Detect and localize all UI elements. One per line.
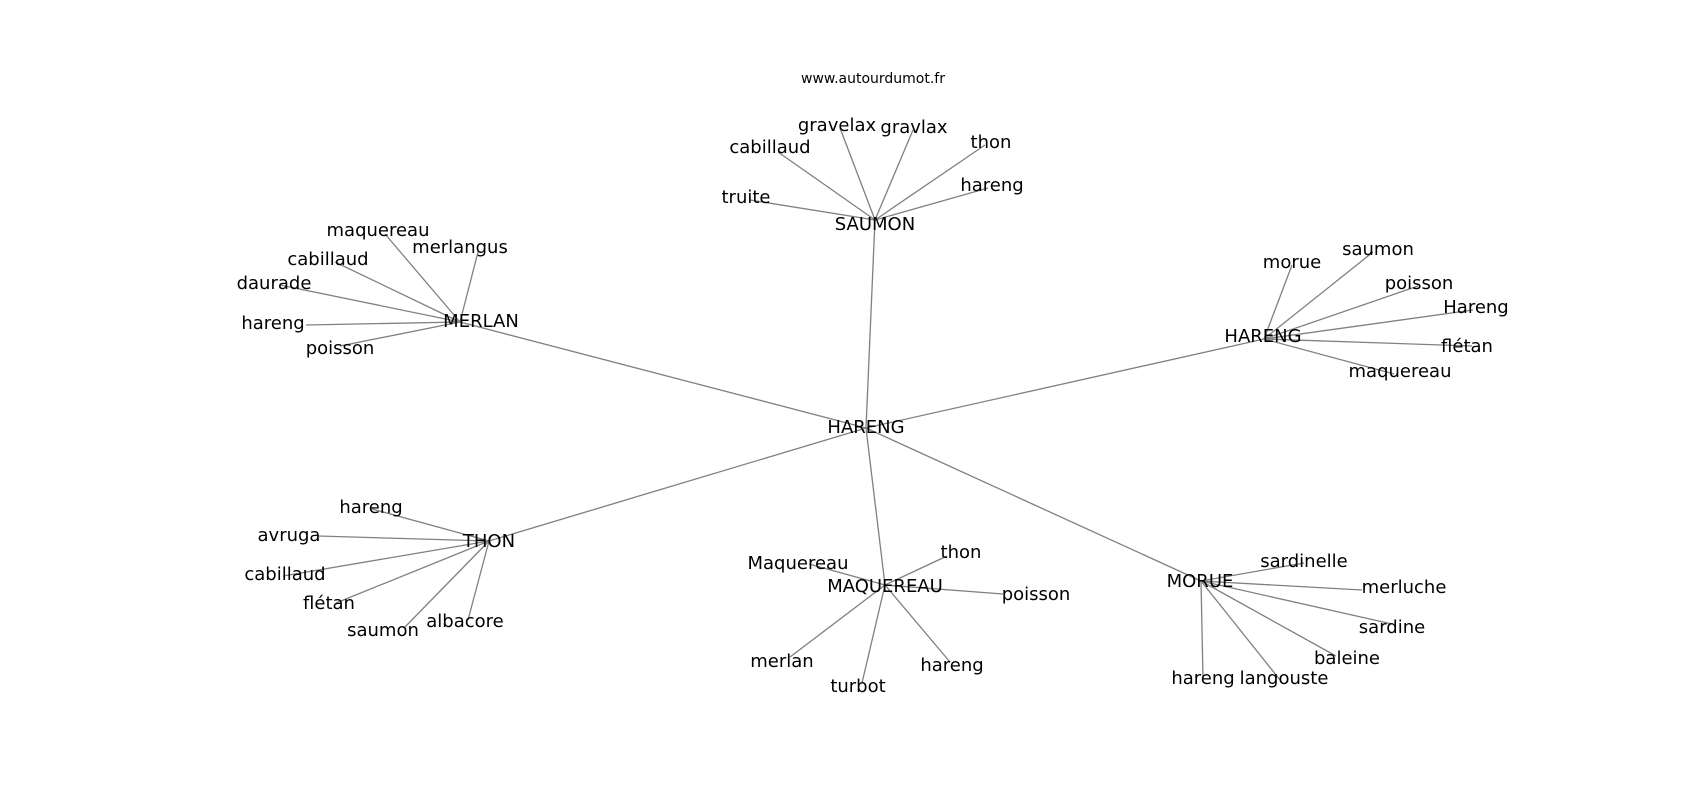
leaf-node-3-4[interactable]: saumon [347, 620, 419, 641]
leaf-node-5-1[interactable]: merluche [1362, 577, 1447, 598]
center-node[interactable]: HARENG [827, 417, 904, 438]
edge-center-2 [865, 338, 1265, 429]
edge-3-1 [317, 535, 490, 542]
leaf-node-0-1[interactable]: cabillaud [729, 137, 810, 158]
edge-1-0 [384, 233, 461, 323]
edge-0-0 [749, 199, 876, 221]
leaf-node-5-2[interactable]: sardine [1359, 617, 1425, 638]
leaf-node-2-0[interactable]: morue [1263, 252, 1321, 273]
edge-1-4 [305, 321, 461, 326]
leaf-node-2-5[interactable]: maquereau [1349, 361, 1452, 382]
leaf-node-1-0[interactable]: maquereau [327, 220, 430, 241]
edge-2-5 [1263, 338, 1395, 375]
leaf-node-4-5[interactable]: hareng [920, 655, 983, 676]
edge-0-1 [777, 151, 876, 221]
graph-edges [279, 127, 1474, 684]
edge-center-3 [488, 427, 867, 542]
edge-0-3 [874, 129, 914, 221]
edge-5-5 [1200, 580, 1204, 679]
edge-1-1 [334, 261, 461, 323]
edge-3-0 [371, 508, 490, 542]
leaf-node-3-5[interactable]: albacore [426, 611, 503, 632]
edge-2-1 [1263, 251, 1374, 340]
leaf-node-0-4[interactable]: thon [971, 132, 1012, 153]
leaf-node-5-3[interactable]: baleine [1314, 648, 1380, 669]
edge-3-3 [335, 540, 490, 604]
edge-4-1 [884, 555, 948, 586]
leaf-node-3-0[interactable]: hareng [339, 497, 402, 518]
edge-2-0 [1263, 264, 1293, 340]
edge-4-5 [884, 584, 951, 663]
edge-4-3 [789, 584, 886, 658]
edge-5-2 [1200, 580, 1393, 625]
edge-1-2 [459, 251, 479, 323]
leaf-node-0-2[interactable]: gravelax [798, 115, 877, 136]
edge-3-5 [467, 540, 490, 621]
leaf-node-2-4[interactable]: flétan [1441, 336, 1493, 357]
leaf-node-5-0[interactable]: sardinelle [1260, 551, 1347, 572]
leaf-node-3-2[interactable]: cabillaud [244, 564, 325, 585]
leaf-node-4-2[interactable]: poisson [1002, 584, 1071, 605]
leaf-node-0-0[interactable]: truite [722, 187, 771, 208]
leaf-node-0-3[interactable]: gravlax [880, 117, 948, 138]
leaf-node-2-3[interactable]: Hareng [1443, 297, 1508, 318]
leaf-node-4-0[interactable]: Maquereau [748, 553, 849, 574]
edge-center-5 [865, 427, 1202, 582]
hub-node-3[interactable]: THON [462, 531, 515, 552]
edge-5-0 [1200, 562, 1305, 582]
edge-center-4 [865, 427, 886, 586]
leaf-node-4-4[interactable]: turbot [830, 676, 885, 697]
edge-4-4 [861, 584, 886, 684]
leaf-node-1-3[interactable]: daurade [237, 273, 312, 294]
edge-5-4 [1200, 580, 1281, 681]
edge-1-3 [279, 284, 461, 323]
leaf-node-4-1[interactable]: thon [941, 542, 982, 563]
edge-center-1 [459, 321, 867, 429]
hub-node-5[interactable]: MORUE [1167, 571, 1234, 592]
hub-node-0[interactable]: SAUMON [835, 214, 915, 235]
leaf-node-2-2[interactable]: poisson [1385, 273, 1454, 294]
leaf-node-1-2[interactable]: merlangus [412, 237, 508, 258]
edge-0-2 [839, 127, 876, 221]
leaf-node-4-3[interactable]: merlan [750, 651, 813, 672]
edge-4-2 [884, 584, 1004, 595]
edge-5-3 [1200, 580, 1337, 657]
edge-2-2 [1263, 285, 1419, 340]
leaf-node-3-1[interactable]: avruga [258, 525, 321, 546]
edge-3-2 [282, 540, 490, 577]
edge-1-5 [339, 321, 461, 347]
leaf-node-0-5[interactable]: hareng [960, 175, 1023, 196]
hub-node-2[interactable]: HARENG [1224, 326, 1301, 347]
leaf-node-1-5[interactable]: poisson [306, 338, 375, 359]
leaf-node-3-3[interactable]: flétan [303, 593, 355, 614]
edge-0-5 [874, 187, 989, 221]
edge-3-4 [403, 540, 490, 629]
site-url: www.autourdumot.fr [801, 71, 945, 87]
edge-0-4 [874, 144, 986, 221]
leaf-node-5-4[interactable]: langouste [1240, 668, 1329, 689]
edge-center-0 [865, 219, 876, 429]
leaf-node-1-1[interactable]: cabillaud [287, 249, 368, 270]
edge-2-4 [1263, 338, 1473, 347]
edge-2-3 [1263, 309, 1474, 340]
edge-4-0 [808, 563, 886, 586]
hub-node-1[interactable]: MERLAN [443, 311, 519, 332]
leaf-node-2-1[interactable]: saumon [1342, 239, 1414, 260]
hub-node-4[interactable]: MAQUEREAU [827, 576, 943, 597]
leaf-node-1-4[interactable]: hareng [241, 313, 304, 334]
edge-5-1 [1200, 580, 1363, 591]
leaf-node-5-5[interactable]: hareng [1171, 668, 1234, 689]
